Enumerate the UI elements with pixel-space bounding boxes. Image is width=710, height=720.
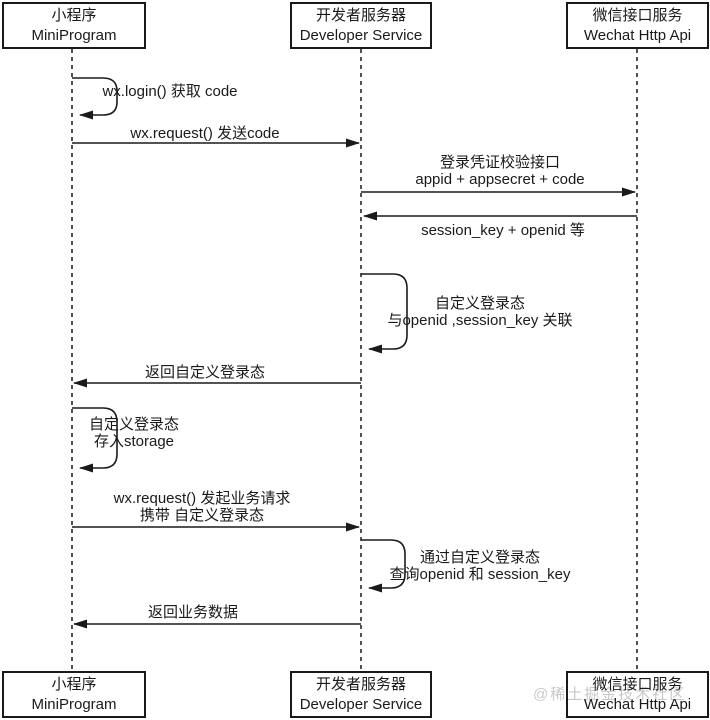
actor-label: 开发者服务器 Developer Service: [299, 675, 423, 713]
message-label-save-storage: 自定义登录态 存入storage: [88, 416, 180, 450]
actor-top-developer-service: 开发者服务器 Developer Service: [290, 2, 432, 49]
actor-label: 小程序 MiniProgram: [31, 6, 117, 44]
message-label-custom-login-state: 自定义登录态 与openid ,session_key 关联: [387, 295, 573, 329]
message-label-wx-login: wx.login() 获取 code: [102, 83, 238, 100]
message-label-return-login-state: 返回自定义登录态: [144, 364, 266, 381]
self-loop-query-openid: [361, 539, 406, 593]
message-label-credential-check: 登录凭证校验接口 appid + appsecret + code: [415, 154, 585, 188]
watermark-text: @稀土掘金技术社区: [533, 686, 687, 703]
message-label-send-code: wx.request() 发送code: [130, 125, 280, 142]
actor-bottom-wechat-http-api: 微信接口服务 Wechat Http Api: [566, 671, 709, 718]
actor-top-wechat-http-api: 微信接口服务 Wechat Http Api: [566, 2, 709, 49]
actor-label: 微信接口服务 Wechat Http Api: [583, 675, 692, 713]
self-loop-wx-login: [72, 77, 118, 120]
message-label-business-request: wx.request() 发起业务请求 携带 自定义登录态: [113, 490, 291, 524]
actor-label: 小程序 MiniProgram: [31, 675, 117, 713]
self-loop-custom-login-state: [361, 273, 408, 354]
actor-bottom-miniprogram: 小程序 MiniProgram: [2, 671, 146, 718]
actor-label: 微信接口服务 Wechat Http Api: [583, 6, 692, 44]
actor-bottom-developer-service: 开发者服务器 Developer Service: [290, 671, 432, 718]
actor-label: 开发者服务器 Developer Service: [299, 6, 423, 44]
self-loop-save-storage: [72, 407, 118, 473]
message-label-session-key-return: session_key + openid 等: [421, 222, 585, 239]
message-label-return-business-data: 返回业务数据: [147, 604, 239, 621]
message-label-query-openid: 通过自定义登录态 查询openid 和 session_key: [389, 549, 571, 583]
actor-top-miniprogram: 小程序 MiniProgram: [2, 2, 146, 49]
